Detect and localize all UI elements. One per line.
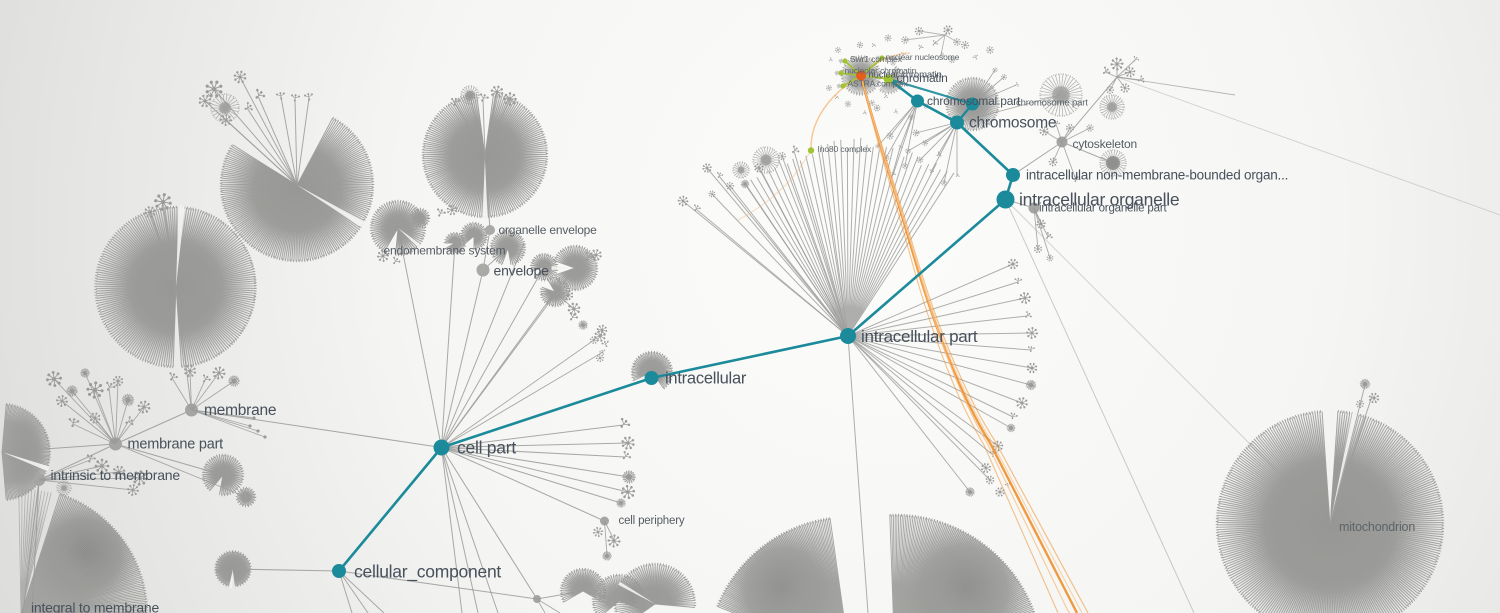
svg-text:chromatin: chromatin: [897, 71, 948, 85]
svg-text:membrane: membrane: [204, 402, 276, 419]
svg-text:nuclear chromatin: nuclear chromatin: [869, 70, 942, 81]
svg-text:intrinsic to membrane: intrinsic to membrane: [51, 467, 181, 483]
svg-text:intracellular non-membrane-bou: intracellular non-membrane-bounded organ…: [1026, 168, 1288, 183]
svg-text:organelle envelope: organelle envelope: [499, 223, 598, 237]
svg-text:mitochondrion: mitochondrion: [1339, 520, 1415, 534]
svg-text:chromosomal part: chromosomal part: [927, 94, 1021, 108]
svg-text:cell periphery: cell periphery: [619, 515, 685, 527]
svg-text:integral to membrane: integral to membrane: [31, 600, 160, 613]
svg-text:Ino80 complex: Ino80 complex: [818, 144, 873, 154]
svg-text:intracellular organelle part: intracellular organelle part: [1039, 203, 1167, 215]
svg-text:membrane part: membrane part: [128, 437, 224, 453]
svg-text:cellular_component: cellular_component: [354, 562, 501, 583]
svg-text:intracellular organelle: intracellular organelle: [1019, 190, 1179, 210]
svg-text:cell part: cell part: [457, 438, 516, 458]
svg-text:Swr1 complex: Swr1 complex: [850, 54, 903, 64]
svg-text:nucleolar chromatin: nucleolar chromatin: [845, 66, 917, 76]
svg-text:envelope: envelope: [494, 263, 550, 279]
svg-text:intracellular: intracellular: [665, 370, 747, 388]
svg-text:ASTRA complex: ASTRA complex: [848, 79, 909, 89]
svg-text:intracellular part: intracellular part: [861, 327, 978, 346]
svg-text:chromosome part: chromosome part: [1016, 98, 1088, 109]
svg-text:cytoskeleton: cytoskeleton: [1073, 137, 1138, 151]
svg-text:endomembrane system: endomembrane system: [384, 244, 506, 258]
svg-text:nuclear nucleosome: nuclear nucleosome: [886, 52, 960, 62]
svg-text:chromosome: chromosome: [969, 115, 1056, 132]
